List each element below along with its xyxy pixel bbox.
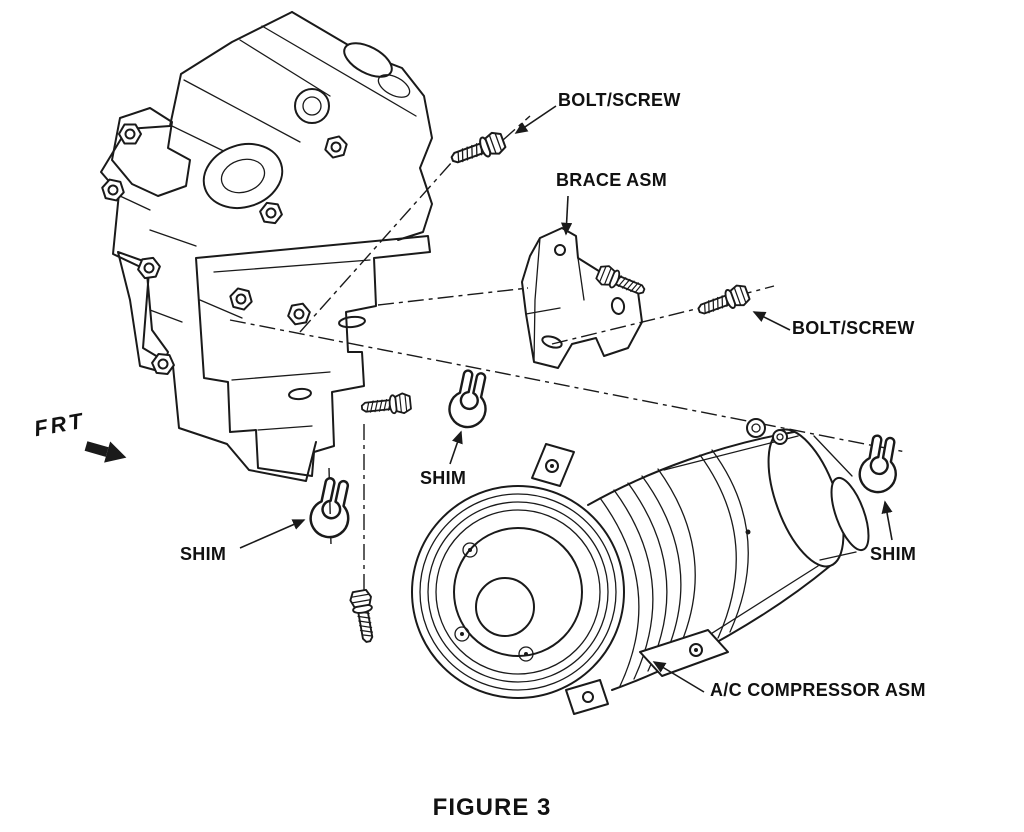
label-bolt-screw-top: BOLT/SCREW — [558, 90, 681, 110]
block-bolt-icon — [285, 301, 313, 327]
block-bolt-icon — [118, 123, 142, 145]
compressor-pulley — [411, 485, 625, 699]
compressor-front-lug — [565, 679, 609, 715]
block-bolt-icon — [150, 352, 176, 376]
label-compressor-asm: A/C COMPRESSOR ASM — [710, 680, 926, 700]
compressor-drawing — [411, 418, 870, 715]
block-bolt-icon — [99, 177, 127, 203]
label-shim-right: SHIM — [870, 544, 917, 564]
shim-center-drawing — [444, 367, 495, 432]
shim-left-drawing — [305, 474, 358, 542]
block-bolt-icon — [322, 134, 350, 160]
lower-bolt-drawing — [348, 588, 380, 645]
engine-block — [99, 11, 433, 482]
figure-caption: FIGURE 3 — [432, 794, 552, 821]
frt-arrow-icon — [84, 441, 127, 463]
mounting-bracket — [195, 235, 431, 477]
bracket-bolt-drawing — [360, 391, 413, 419]
label-brace-asm: BRACE ASM — [556, 170, 668, 190]
leader-lines — [239, 105, 893, 693]
label-shim-left: SHIM — [180, 544, 227, 564]
block-bolt-icon — [257, 201, 285, 225]
label-bolt-screw-right: BOLT/SCREW — [792, 318, 915, 338]
shim-right-drawing — [855, 432, 904, 497]
block-bolt-icon — [227, 286, 255, 312]
label-shim-center: SHIM — [420, 468, 467, 488]
bolt-screw-right-drawing — [694, 282, 752, 322]
compressor-rear-lug — [639, 629, 729, 677]
brace-asm-drawing — [521, 227, 643, 369]
bolt-screw-top-drawing — [447, 129, 508, 171]
